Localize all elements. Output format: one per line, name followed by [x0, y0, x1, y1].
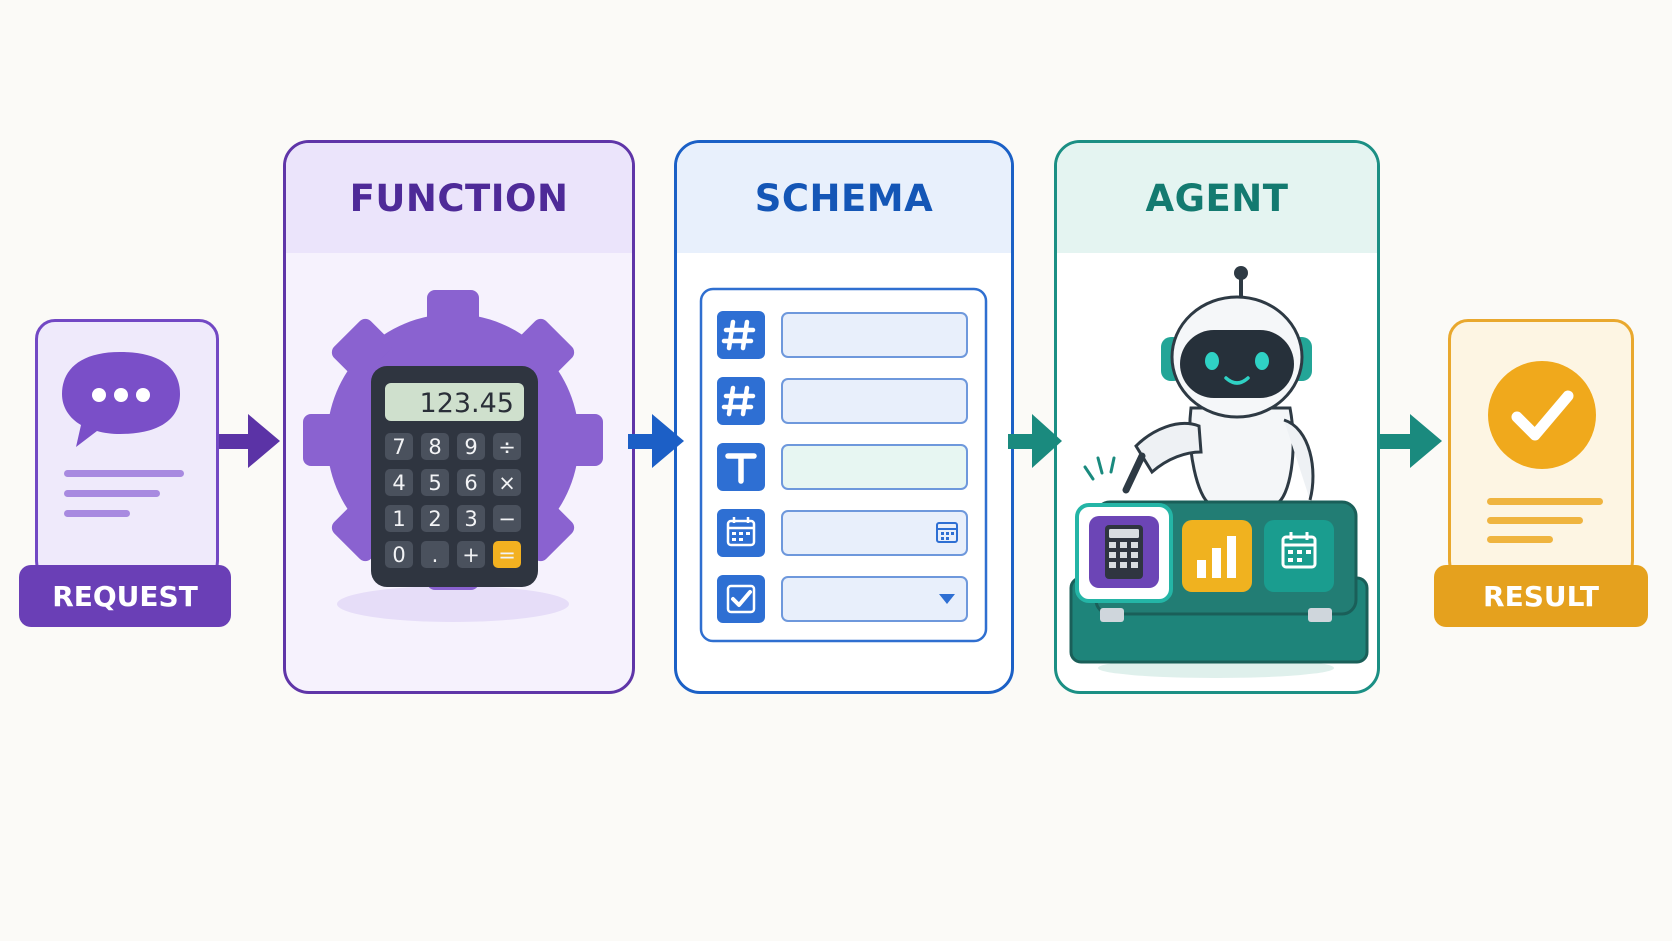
schema-field-number — [717, 377, 968, 425]
schema-field-date — [717, 509, 968, 557]
calc-key: × — [498, 471, 516, 495]
calc-key: 9 — [464, 435, 477, 459]
calculator-display: 123.45 — [420, 388, 514, 419]
arrow-agent-to-result — [1380, 414, 1442, 468]
calc-key: 1 — [392, 507, 405, 531]
calc-keys: 7 8 9 ÷ 4 5 6 × 1 2 3 − 0 . + = — [385, 433, 521, 568]
arrow-schema-to-agent — [1008, 414, 1062, 468]
result-card — [1448, 319, 1634, 581]
calendar-icon — [717, 509, 765, 557]
calculator-icon: 123.45 7 8 9 ÷ 4 5 6 × 1 — [371, 366, 538, 587]
toolbox — [1069, 500, 1369, 664]
calc-key: 4 — [392, 471, 405, 495]
result-text-lines — [1487, 498, 1603, 543]
request-card — [35, 319, 219, 581]
calc-key: 3 — [464, 507, 477, 531]
calc-key: 8 — [428, 435, 441, 459]
calculator-icon — [1075, 503, 1173, 603]
agent-title: AGENT — [1057, 143, 1377, 253]
calc-key: 2 — [428, 507, 441, 531]
bar-chart-icon — [1182, 520, 1252, 592]
calc-key: 6 — [464, 471, 477, 495]
result-card-art — [1487, 361, 1603, 543]
arrow-function-to-schema — [628, 414, 684, 468]
result-label: RESULT — [1434, 565, 1648, 627]
calc-key: = — [498, 543, 516, 567]
request-card-art — [62, 352, 184, 517]
schema-field-select — [717, 575, 968, 623]
hash-icon — [717, 377, 765, 425]
chevron-down-icon — [939, 594, 955, 604]
schema-title: SCHEMA — [677, 143, 1011, 253]
function-title: FUNCTION — [286, 143, 632, 253]
schema-field-text — [717, 443, 968, 491]
calc-key: ÷ — [498, 435, 516, 459]
checkmark-circle-icon — [1488, 361, 1596, 469]
calc-key: 0 — [392, 543, 405, 567]
calc-key: − — [498, 507, 516, 531]
date-picker-icon — [936, 522, 958, 543]
request-label: REQUEST — [19, 565, 231, 627]
calc-key: 7 — [392, 435, 405, 459]
schema-field-number — [717, 311, 968, 359]
calc-key: . — [432, 543, 439, 567]
hash-icon — [717, 311, 765, 359]
chat-bubble-icon — [62, 352, 180, 447]
calendar-icon — [1264, 520, 1334, 592]
arrow-request-to-function — [219, 414, 280, 468]
calc-key: + — [462, 543, 480, 567]
schema-form — [699, 287, 988, 643]
calc-key: 5 — [428, 471, 441, 495]
request-text-lines — [64, 470, 184, 517]
checkbox-icon — [717, 575, 765, 623]
text-t-icon — [717, 443, 765, 491]
